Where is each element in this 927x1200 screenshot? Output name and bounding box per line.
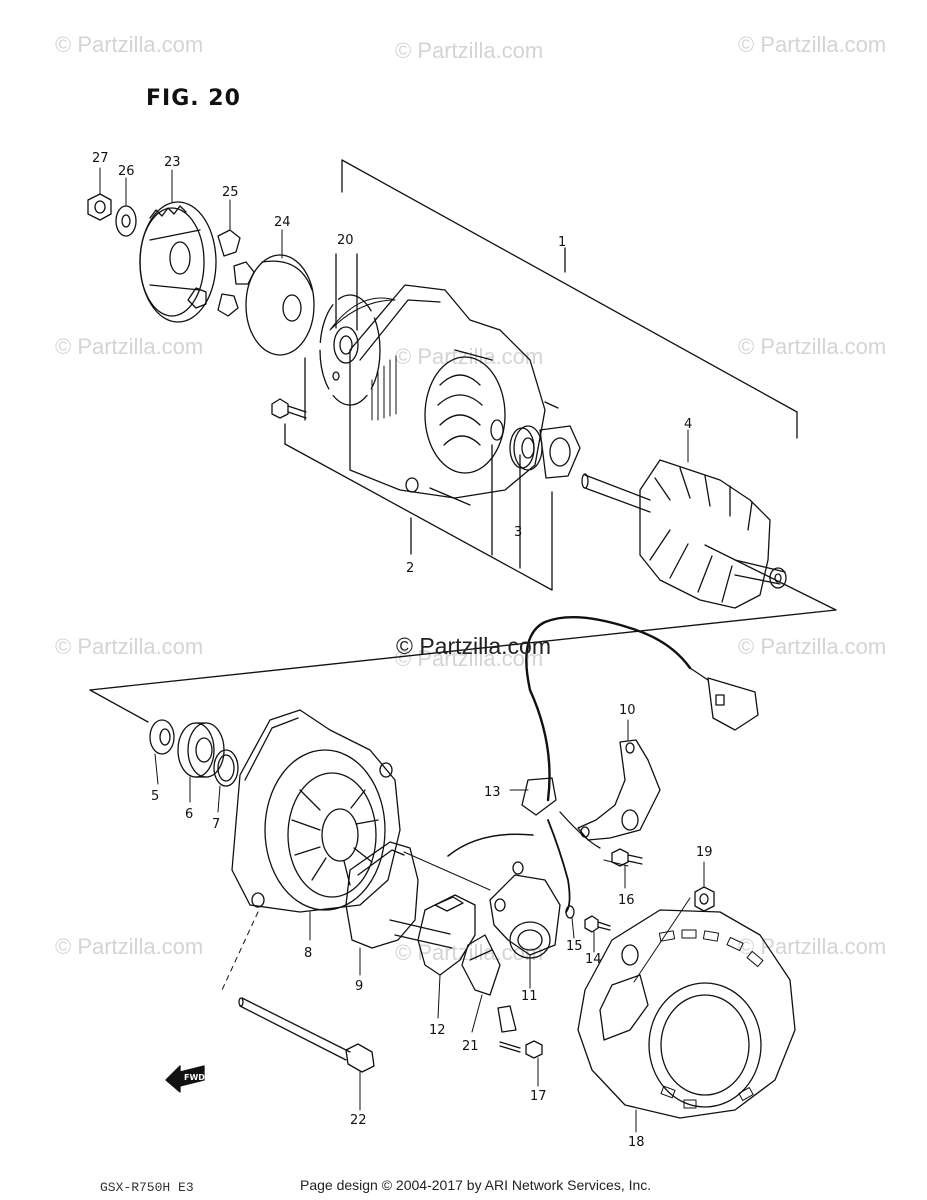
callout-8: 8 [304,946,312,961]
nut-part-27 [87,193,112,221]
regulator-part-11 [489,861,561,959]
ring-part-7 [213,749,239,787]
callout-17: 17 [530,1089,547,1104]
bracket-part-2-3 [284,357,553,591]
watermark: © Partzilla.com [55,634,204,659]
center-watermark: © Partzilla.com [396,633,551,659]
bolt-upper-left [271,398,307,419]
rear-housing-part-8 [231,709,401,913]
callout-20: 20 [337,233,354,248]
callout-23: 23 [164,155,181,170]
washer-part-26 [115,205,137,237]
callout-24: 24 [274,215,291,230]
callout-26: 26 [118,164,135,179]
model-code: GSX-R750H E3 [100,1180,194,1195]
cover-disc-part-24 [245,254,315,356]
leader-lines [99,167,705,1133]
watermark: © Partzilla.com [395,646,544,671]
watermark: © Partzilla.com [738,334,887,359]
callout-18: 18 [628,1135,645,1150]
callout-7: 7 [212,817,220,832]
washer-part-5 [149,719,175,755]
callout-15: 15 [566,939,583,954]
regulator-part-9 [345,841,453,949]
bolt-part-22 [238,997,375,1073]
brush-part-21 [461,934,501,996]
callout-11: 11 [521,989,538,1004]
brush-holder-part-12 [417,894,476,976]
callout-14: 14 [585,952,602,967]
callout-9: 9 [355,979,363,994]
callout-4: 4 [684,417,692,432]
callout-22: 22 [350,1113,367,1128]
end-cover-part-18 [577,909,796,1119]
terminal-part-10 [577,739,661,841]
screw-part-17 [497,1005,543,1059]
watermark: © Partzilla.com [738,634,887,659]
front-housing-part-2 [349,284,559,506]
watermark: © Partzilla.com [55,334,204,359]
pulley-part-23 [139,201,217,323]
rotor-part-4 [581,459,787,609]
callout-5: 5 [151,789,159,804]
wire-harness-part-13 [447,616,759,913]
assembly-lines-lower [221,851,691,991]
nut-part-19 [694,886,715,912]
damper-part-25 [187,229,255,317]
screw-part-14 [584,915,611,933]
callout-labels: 1 2 3 4 5 6 7 8 9 10 11 12 13 14 15 16 1… [92,151,713,1150]
watermark: © Partzilla.com [738,32,887,57]
watermark: © Partzilla.com [55,934,204,959]
callout-2: 2 [406,561,414,576]
callout-12: 12 [429,1023,446,1038]
bearing-part-3 [509,425,581,479]
figure-title: FIG. 20 [146,86,241,111]
callout-16: 16 [618,893,635,908]
callout-21: 21 [462,1039,479,1054]
callout-1: 1 [558,235,566,250]
bracket-part-1 [341,159,798,439]
callout-13: 13 [484,785,501,800]
copyright-footer: Page design © 2004-2017 by ARI Network S… [300,1177,652,1193]
callout-19: 19 [696,845,713,860]
callout-6: 6 [185,807,193,822]
callout-10: 10 [619,703,636,718]
watermark: © Partzilla.com [55,32,204,57]
washer-part-15 [565,905,575,919]
callout-25: 25 [222,185,239,200]
fwd-label: FWD [184,1073,205,1082]
bearing-part-6 [177,722,225,778]
fwd-arrow-icon: FWD [165,1065,205,1093]
callout-27: 27 [92,151,109,166]
callout-3: 3 [514,525,522,540]
watermark: © Partzilla.com [395,38,544,63]
